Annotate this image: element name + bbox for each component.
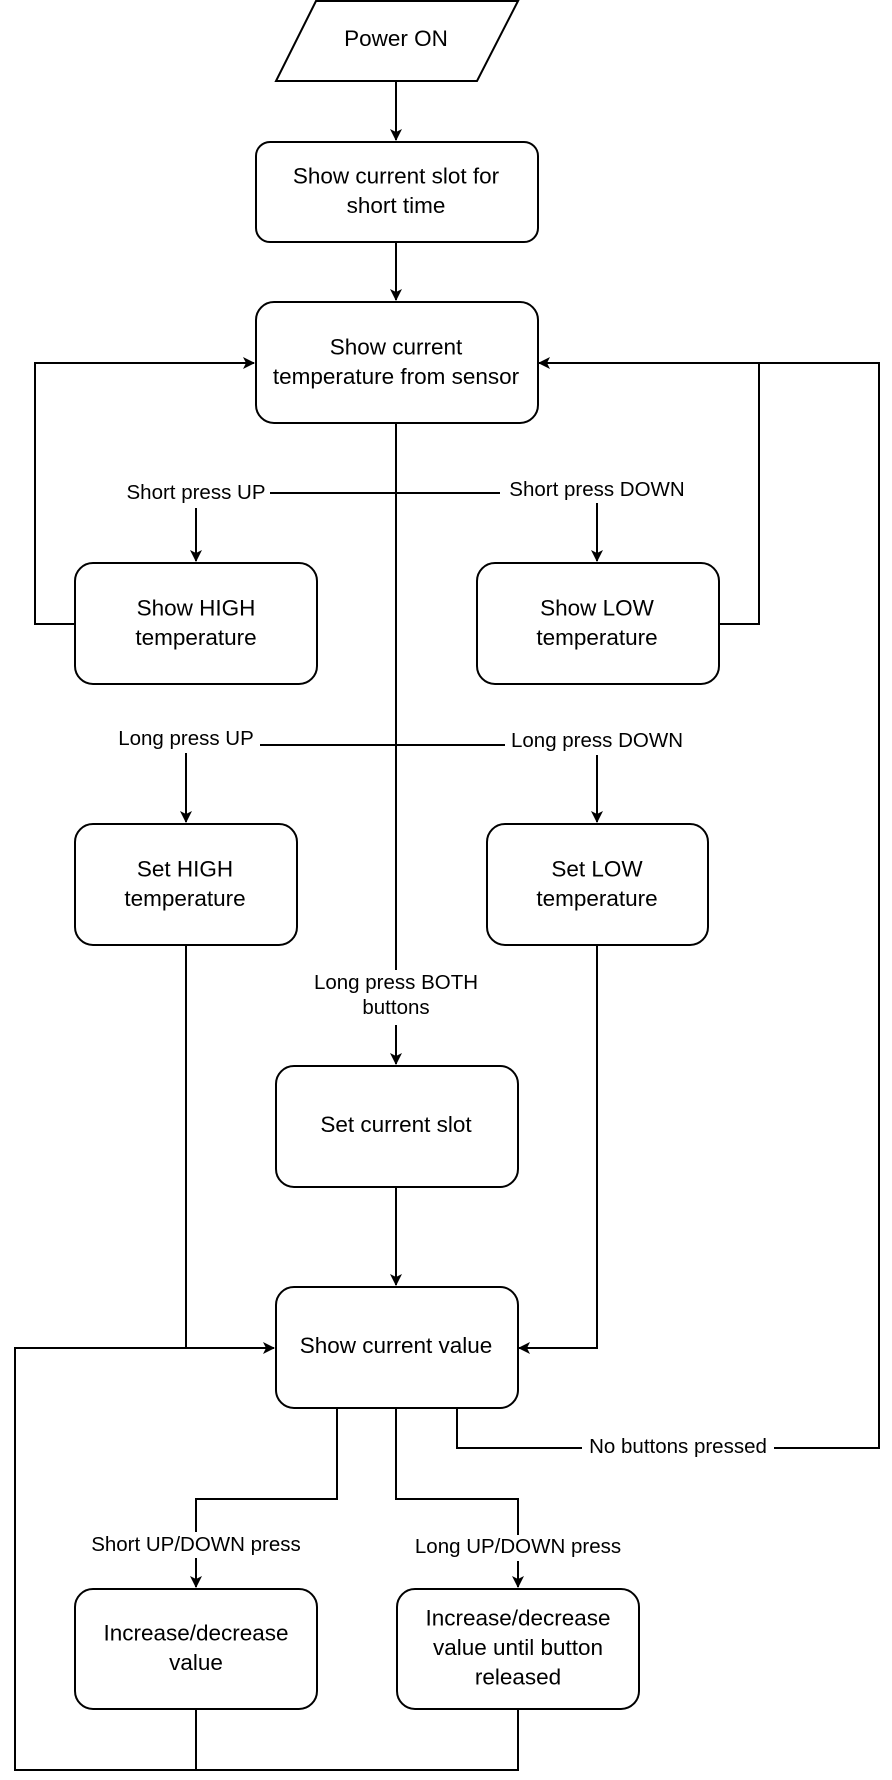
label-short-up-text-line-1: Short press UP <box>127 481 266 504</box>
node-set-slot-label-line-1: Set current slot <box>320 1112 472 1137</box>
node-inc-dec-hold-label-line-3: released <box>475 1664 561 1689</box>
node-show-temp: Show current temperature from sensor <box>255 301 539 424</box>
label-short-up-text: Short press UP <box>127 481 266 504</box>
node-set-slot-label: Set current slot <box>320 1112 472 1137</box>
edge-labels: Short press UP Short press DOWN Long pre… <box>80 477 774 1561</box>
node-set-slot: Set current slot <box>275 1065 519 1188</box>
node-power-on-label-line-1: Power ON <box>344 26 448 51</box>
node-show-high: Show HIGH temperature <box>74 562 318 685</box>
node-inc-dec-hold-label: Increase/decrease value until button relea… <box>425 1605 610 1689</box>
node-set-low-label: Set LOW temperature <box>536 856 657 911</box>
node-show-high-label-line-2: temperature <box>135 625 256 650</box>
label-short-up: Short press UP <box>118 480 270 506</box>
label-long-down: Long press DOWN <box>505 729 689 755</box>
edge-high-back-to-temp <box>34 357 255 625</box>
node-show-slot-label: Show current slot for short time <box>293 163 500 218</box>
node-set-high-label-line-1: Set HIGH <box>137 856 233 881</box>
label-long-updown-text: Long UP/DOWN press <box>415 1535 621 1558</box>
node-show-high-label-line-1: Show HIGH <box>137 595 256 620</box>
node-show-high-label: Show HIGH temperature <box>135 595 256 650</box>
edge-no-buttons-to-temp <box>456 362 880 1449</box>
node-inc-dec-label-line-1: Increase/decrease <box>103 1620 288 1645</box>
label-long-updown: Long UP/DOWN press <box>404 1535 632 1561</box>
node-power-on: Power ON <box>274 0 520 82</box>
edge-low-back-to-temp <box>538 357 760 625</box>
label-long-both-text-line-1: Long press BOTH <box>314 971 478 994</box>
node-set-low-label-line-2: temperature <box>536 886 657 911</box>
edge-hold-loop <box>196 1710 519 1771</box>
node-power-on-label: Power ON <box>344 26 448 51</box>
label-short-down: Short press DOWN <box>500 477 694 503</box>
label-short-updown: Short UP/DOWN press <box>80 1532 312 1558</box>
label-long-updown-text-line-1: Long UP/DOWN press <box>415 1535 621 1558</box>
node-show-value-label-line-1: Show current value <box>300 1333 493 1358</box>
node-inc-dec-label: Increase/decrease value <box>103 1620 288 1675</box>
label-no-buttons-text: No buttons pressed <box>589 1435 767 1458</box>
node-show-slot-label-line-1: Show current slot for <box>293 163 500 188</box>
node-show-slot-label-line-2: short time <box>347 193 446 218</box>
label-long-down-text: Long press DOWN <box>511 729 683 752</box>
node-show-value: Show current value <box>275 1286 519 1409</box>
node-show-low-label-line-2: temperature <box>536 625 657 650</box>
node-show-temp-label: Show current temperature from sensor <box>273 334 520 389</box>
nodes: Power ON Show current slot for short time… <box>74 0 720 1710</box>
node-set-high-label: Set HIGH temperature <box>124 856 245 911</box>
node-inc-dec-hold-label-line-2: value until button <box>433 1635 603 1660</box>
label-short-down-text-line-1: Short press DOWN <box>509 478 684 501</box>
node-set-high: Set HIGH temperature <box>74 823 298 946</box>
node-show-low-label: Show LOW temperature <box>536 595 657 650</box>
label-long-down-text-line-1: Long press DOWN <box>511 729 683 752</box>
node-inc-dec-label-line-2: value <box>169 1650 223 1675</box>
node-inc-dec: Increase/decrease value <box>74 1588 318 1710</box>
node-show-value-label: Show current value <box>300 1333 493 1358</box>
node-set-high-label-line-2: temperature <box>124 886 245 911</box>
node-inc-dec-hold-label-line-1: Increase/decrease <box>425 1605 610 1630</box>
node-set-low: Set LOW temperature <box>486 823 709 946</box>
label-short-updown-text-line-1: Short UP/DOWN press <box>91 1533 301 1556</box>
label-no-buttons-text-line-1: No buttons pressed <box>589 1435 767 1458</box>
edge-set-low-to-value <box>518 946 598 1354</box>
label-short-updown-text: Short UP/DOWN press <box>91 1533 301 1556</box>
node-show-temp-label-line-2: temperature from sensor <box>273 364 520 389</box>
label-long-both-text-line-2: buttons <box>362 996 429 1019</box>
node-inc-dec-hold: Increase/decrease value until button relea… <box>396 1588 640 1710</box>
label-long-up-text: Long press UP <box>118 727 254 750</box>
edge-loop-into-value <box>14 1342 275 1771</box>
edge-value-to-incdec <box>190 1409 338 1588</box>
node-set-low-label-line-1: Set LOW <box>551 856 643 881</box>
node-show-low-label-line-1: Show LOW <box>540 595 655 620</box>
label-no-buttons: No buttons pressed <box>582 1435 774 1461</box>
node-show-low: Show LOW temperature <box>476 562 720 685</box>
node-show-temp-label-line-1: Show current <box>330 334 463 359</box>
edges <box>14 81 880 1771</box>
label-short-down-text: Short press DOWN <box>509 478 684 501</box>
node-show-slot: Show current slot for short time <box>255 141 539 243</box>
label-long-up: Long press UP <box>112 727 260 753</box>
label-long-up-text-line-1: Long press UP <box>118 727 254 750</box>
